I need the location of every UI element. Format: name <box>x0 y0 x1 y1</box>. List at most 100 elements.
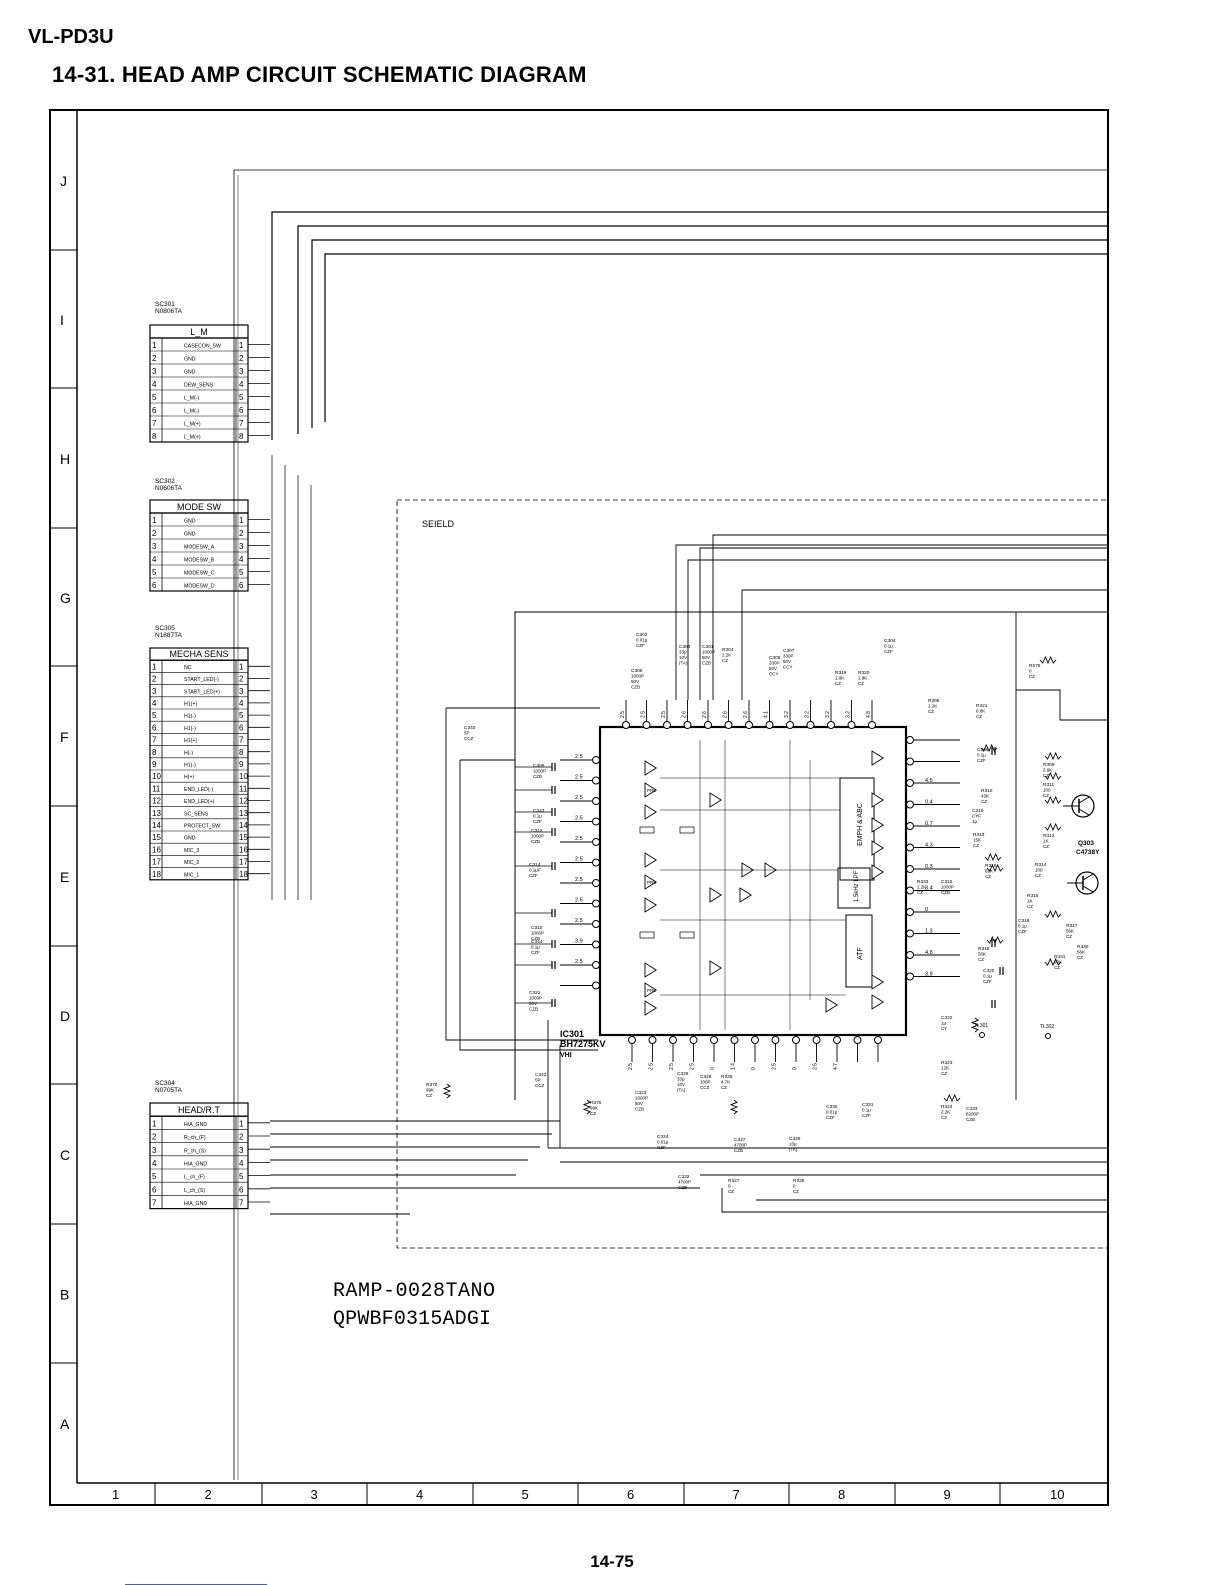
amp-symbol <box>644 804 658 820</box>
pin-number-right: 3 <box>239 542 244 551</box>
component-value: 0.1μ <box>862 1108 871 1113</box>
capacitor-symbol <box>991 747 996 755</box>
component-rating: 50V <box>631 679 639 684</box>
page-title: 14-31. HEAD AMP CIRCUIT SCHEMATIC DIAGRA… <box>52 62 587 87</box>
component-rating: CZ <box>722 658 728 663</box>
pin-number: 6 <box>152 406 157 415</box>
pin-signal: L_ch_(F) <box>184 1175 205 1181</box>
pin-number: 4 <box>152 1159 157 1168</box>
ic-pin-top <box>663 721 671 729</box>
pin-signal: NC <box>184 665 192 671</box>
pin-signal: GND <box>184 519 196 525</box>
amp-symbol <box>644 852 658 868</box>
pin-number: 2 <box>152 529 157 538</box>
board-code-1: RAMP-0028TANO <box>333 1280 495 1303</box>
ic-resistor <box>639 826 655 834</box>
block-atf <box>845 914 873 988</box>
component-value: 33μ <box>677 1077 685 1082</box>
amp-triangle <box>871 817 885 833</box>
pin-signal: H(+) <box>184 775 195 781</box>
pin-number-right: 17 <box>239 858 248 867</box>
component-rating: 10V <box>679 655 687 660</box>
amp-triangle <box>644 1000 658 1016</box>
component-rating: CZF <box>977 758 986 763</box>
component-value: 2.2K <box>722 653 731 658</box>
ic-pin-top <box>827 721 835 729</box>
ic-pin-bottom <box>669 1036 677 1044</box>
left-loop-2 <box>459 760 598 1051</box>
component-value: 0.1μ <box>977 753 986 758</box>
component-rating: CCZ <box>700 1085 709 1090</box>
component-rating: 50V <box>769 666 777 671</box>
component-rating: CZ <box>793 1189 799 1194</box>
pin-number: 9 <box>152 760 157 769</box>
ic-pin-left <box>592 817 600 826</box>
component-rating: CZB <box>531 839 540 844</box>
voltage-top: 2.6 <box>723 711 729 718</box>
amp-triangle <box>871 840 885 856</box>
component-value: 99K <box>426 1088 434 1093</box>
component-rating: CZ <box>721 1085 727 1090</box>
voltage-right: 0.7 <box>925 821 933 827</box>
component-rating: CZ <box>590 1111 596 1116</box>
pin-number-right: 2 <box>239 354 244 363</box>
component-rating: CZB <box>941 890 950 895</box>
component-value: 99K <box>1054 960 1062 965</box>
component-rating: CZ <box>1035 873 1041 878</box>
col-label-3: 3 <box>311 1487 318 1502</box>
pin-number-right: 1 <box>239 662 244 671</box>
component-type: CCY <box>769 672 779 677</box>
pin-number: 3 <box>152 687 157 696</box>
component-ref: C309 <box>533 763 545 769</box>
voltage-left: 2.5 <box>575 918 583 924</box>
component-rating: CZB <box>678 1185 687 1190</box>
component-value: 0.1μ <box>1018 924 1027 929</box>
pin-number: 6 <box>152 1185 157 1194</box>
components: C3020.01μCZFC3061000P50VCZBC30333μ10V(TA… <box>426 632 1100 1194</box>
component-value: 43K <box>981 794 989 799</box>
component-value: 5P <box>464 731 470 736</box>
pin-number-right: 8 <box>239 432 244 441</box>
pin-number-right: 5 <box>239 711 244 720</box>
component-type: CZB <box>702 661 711 666</box>
row-label-I: I <box>60 312 64 328</box>
pin-number: 15 <box>152 833 161 842</box>
component-ref: R323 <box>941 1060 953 1066</box>
row-label-A: A <box>60 1416 70 1432</box>
component-ref: R321 <box>976 703 988 709</box>
component-rating: CZ <box>985 874 991 879</box>
ic-pin-top <box>745 721 753 729</box>
ic-pin-right <box>906 843 914 852</box>
col-label-10: 10 <box>1050 1487 1064 1502</box>
amp-label: PRE <box>647 988 656 993</box>
voltage-right: 0.3 <box>925 864 933 870</box>
ic-pin-left <box>592 756 600 764</box>
component-rating: CZ <box>941 1115 947 1120</box>
wiring: SEIELD <box>233 169 1109 1480</box>
component-value: 1000P <box>533 769 546 774</box>
col-label-6: 6 <box>627 1487 634 1502</box>
page-number: 14-75 <box>590 1552 634 1571</box>
pin-signal: MODESW_A <box>184 545 215 551</box>
component-rating: CZ <box>917 890 923 895</box>
bus-line <box>271 211 1108 440</box>
amp-triangle <box>871 750 885 766</box>
pin-number: 8 <box>152 432 157 441</box>
pin-number-right: 6 <box>239 406 244 415</box>
component-ref: R328 <box>793 1178 805 1184</box>
transistor-collector <box>1078 796 1090 804</box>
